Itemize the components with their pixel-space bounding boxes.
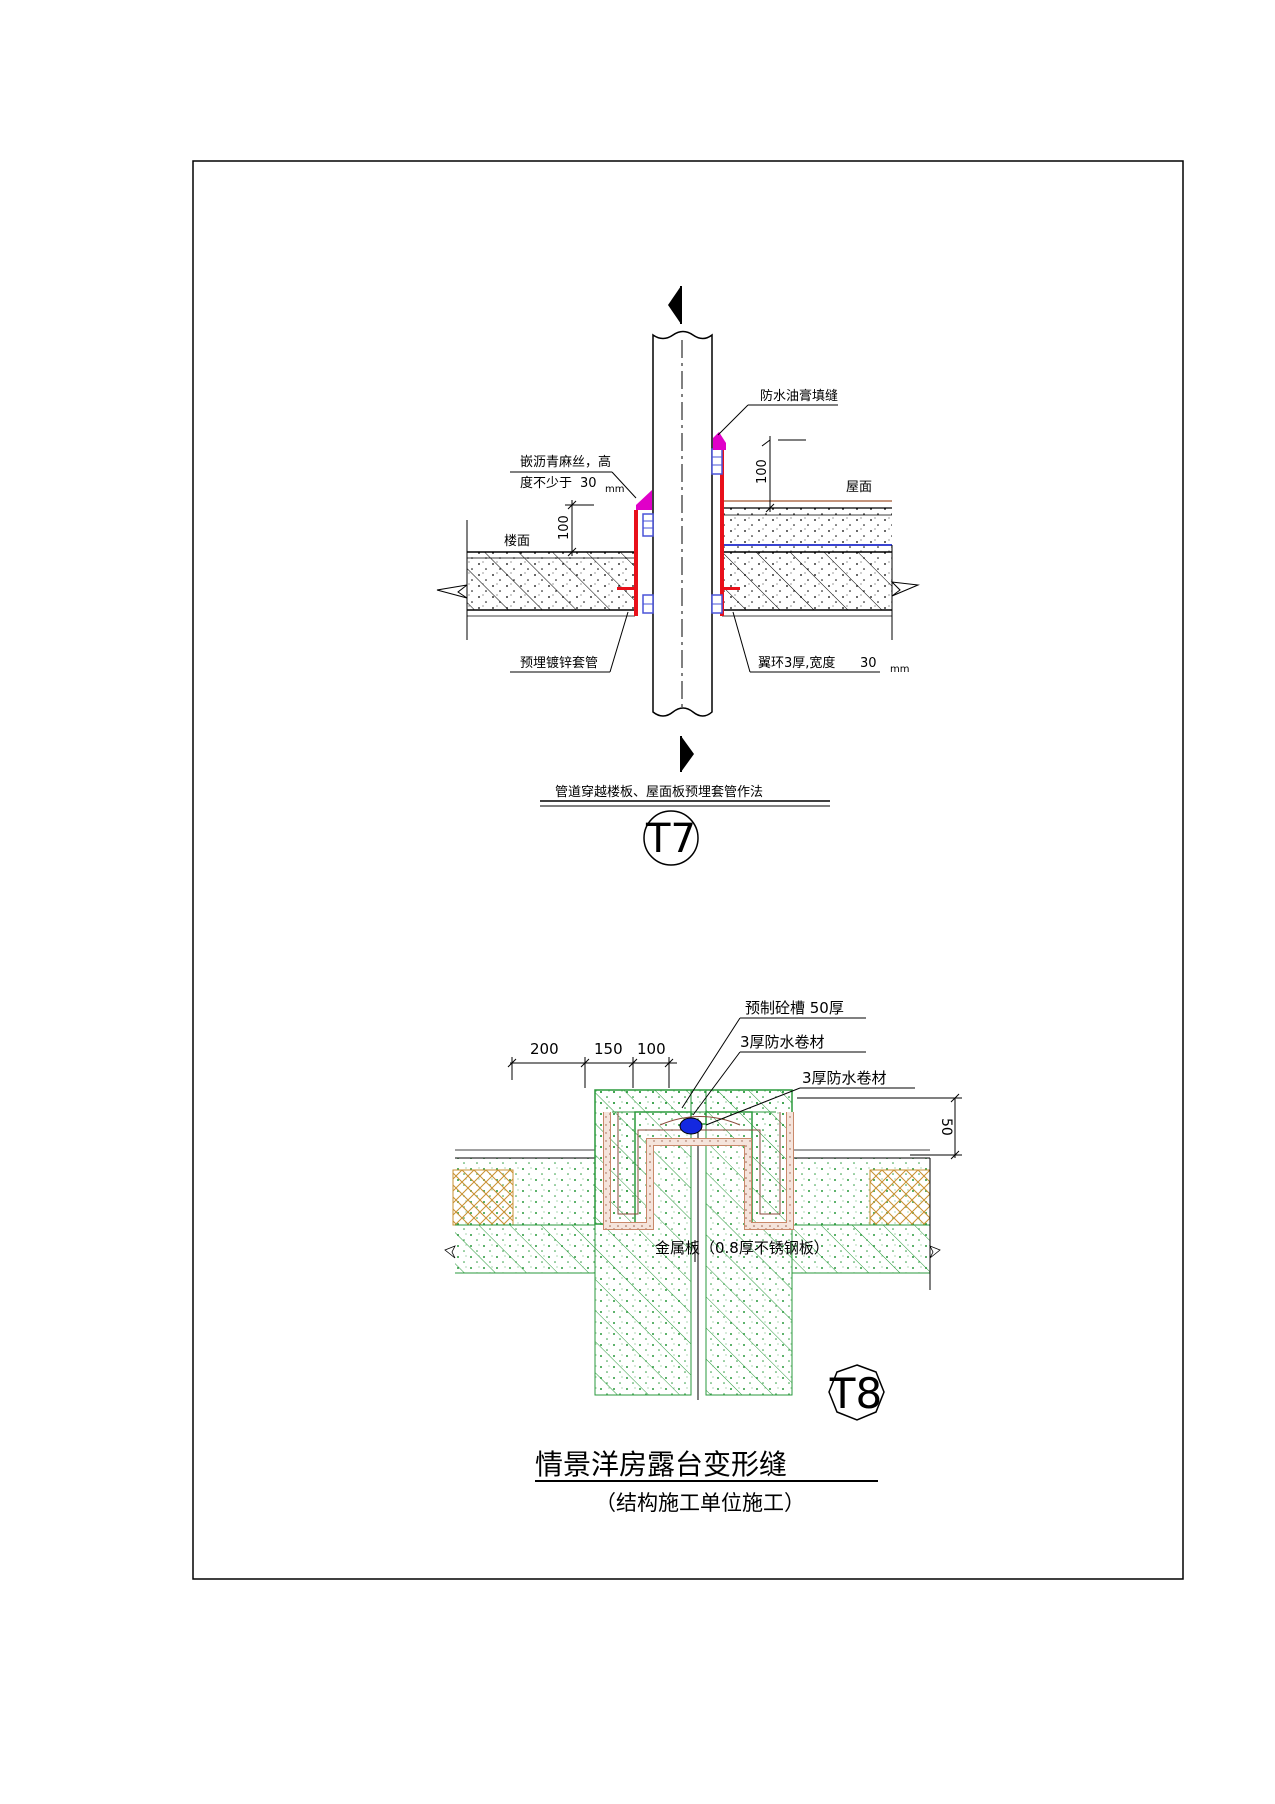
label-floor: 楼面 xyxy=(504,534,530,549)
roof-slab xyxy=(722,500,920,640)
dim-200: 200 xyxy=(530,1040,559,1058)
label-waterproof-fill: 防水油膏填缝 xyxy=(760,388,838,404)
label-bitumen-value: 30 xyxy=(580,476,597,491)
t7-annotations xyxy=(510,404,880,807)
label-precast: 预制砼槽 50厚 xyxy=(745,999,844,1017)
t8-tag-octagon xyxy=(828,1364,885,1421)
detail-t8: 预制砼槽 50厚 3厚防水卷材 3厚防水卷材 200 150 100 50 金属… xyxy=(444,999,962,1421)
t7-tag-circle xyxy=(643,810,699,866)
t8-dimensions xyxy=(507,1057,962,1160)
label-membrane-1: 3厚防水卷材 xyxy=(740,1033,825,1051)
dim-50: 50 xyxy=(938,1118,954,1136)
label-roof: 屋面 xyxy=(846,480,872,495)
drawing-subtitle: （结构施工单位施工） xyxy=(595,1491,805,1515)
sheet-frame xyxy=(192,160,1184,1580)
section-arrow-bottom xyxy=(681,736,694,772)
label-ring-prefix: 翼环3厚,宽度 xyxy=(758,655,835,671)
drawing-title: 情景洋房露台变形缝 xyxy=(535,1448,787,1481)
label-mm-right: mm xyxy=(890,664,909,675)
detail-t7: 防水油膏填缝 嵌沥青麻丝，高 度不少于 30 mm 屋面 楼面 100 100 … xyxy=(436,286,920,866)
label-bitumen-line2: 度不少于 xyxy=(520,475,572,491)
label-mm-left: mm xyxy=(605,484,624,495)
floor-slab xyxy=(436,520,635,640)
label-sleeve: 预埋镀锌套管 xyxy=(520,655,598,671)
dim-100-left: 100 xyxy=(557,515,572,540)
dim-100: 100 xyxy=(637,1040,666,1058)
label-membrane-2: 3厚防水卷材 xyxy=(802,1069,887,1087)
membrane-channel xyxy=(603,1112,794,1230)
left-sleeve xyxy=(617,490,654,616)
t7-tag: T7 xyxy=(645,816,696,862)
drain-dot xyxy=(679,1117,703,1135)
right-sleeve xyxy=(711,432,740,616)
label-metal: 金属板（0.8厚不锈钢板） xyxy=(655,1239,829,1257)
label-ring-value: 30 xyxy=(860,656,877,671)
section-arrow-top xyxy=(668,286,681,324)
dim-150: 150 xyxy=(594,1040,623,1058)
pipe xyxy=(652,330,713,717)
precast-trough xyxy=(594,1089,793,1225)
slab-right xyxy=(792,1149,941,1290)
t7-caption: 管道穿越楼板、屋面板预埋套管作法 xyxy=(555,784,763,800)
t8-tag: T8 xyxy=(829,1369,882,1418)
dim-100-right: 100 xyxy=(755,459,770,484)
slab-left xyxy=(444,1149,595,1274)
t8-leaders xyxy=(681,1017,915,1262)
label-bitumen-line1: 嵌沥青麻丝，高 xyxy=(520,454,611,470)
